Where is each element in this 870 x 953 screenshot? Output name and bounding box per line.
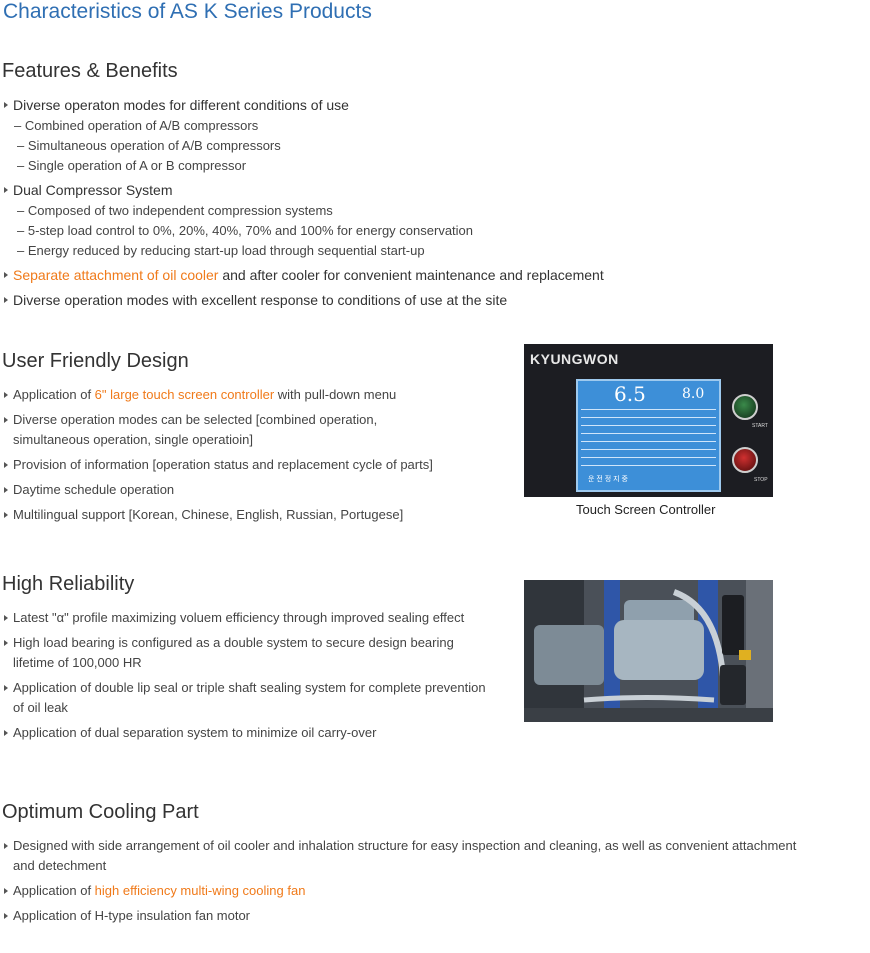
reliability-item-seal: Application of double lip seal or triple… [4,678,486,698]
bullet-arrow-icon [4,685,8,691]
features-sub-independent: – Composed of two independent compressio… [17,203,333,218]
pressure-readout-1: 6.5 [614,382,646,406]
stop-label: STOP [754,477,768,483]
features-sub-combined: – Combined operation of A/B compressors [14,118,259,133]
cooling-item-arrangement-l1: Designed with side arrangement of oil co… [13,838,797,853]
reliability-item-seal-cont: of oil leak [13,700,68,715]
reliability-item-separation: Application of dual separation system to… [4,723,377,743]
bullet-arrow-icon [4,392,8,398]
bullet-arrow-icon [4,102,8,108]
touch-screen-caption: Touch Screen Controller [576,502,716,517]
features-bullet-dual-text: Dual Compressor System [13,182,173,198]
ufd-item-schedule: Daytime schedule operation [4,480,175,500]
features-oil-cooler-highlight: Separate attachment of oil cooler [13,267,219,283]
features-bullet-modes-text: Diverse operaton modes for different con… [13,97,349,113]
reliability-item-seal-l1: Application of double lip seal or triple… [13,680,486,695]
screen-row [581,433,716,441]
page-title: Characteristics of AS K Series Products [3,0,372,23]
features-sub-simultaneous: – Simultaneous operation of A/B compress… [17,138,281,153]
ufd-item-touch-a: Application of [13,387,95,402]
touch-screen-image: KYUNGWON 6.5 8.0 운 전 정 지 중 START STOP [524,344,773,497]
stop-button-icon [732,447,758,473]
brand-logo: KYUNGWON [530,351,619,367]
ufd-item-schedule-text: Daytime schedule operation [13,482,175,497]
bullet-arrow-icon [4,888,8,894]
features-sub-load-control: – 5-step load control to 0%, 20%, 40%, 7… [17,223,474,238]
cooling-item-fan-a: Application of [13,883,95,898]
ufd-item-touch-b: with pull-down menu [274,387,397,402]
bullet-arrow-icon [4,615,8,621]
screen-row [581,425,716,433]
screen-row [581,465,716,473]
bullet-arrow-icon [4,487,8,493]
cooling-item-fan: Application of high efficiency multi-win… [4,881,306,901]
bullet-arrow-icon [4,913,8,919]
compressor-image [524,580,773,722]
ufd-item-modes-cont: simultaneous operation, single operatioi… [13,432,253,447]
screen-row [581,441,716,449]
bullet-arrow-icon [4,462,8,468]
screen-footer: 운 전 정 지 중 [588,476,628,483]
compressor-illustration [524,580,773,722]
features-sub-single: – Single operation of A or B compressor [17,158,247,173]
bullet-arrow-icon [4,512,8,518]
reliability-title: High Reliability [2,573,135,595]
cooling-item-arrangement: Designed with side arrangement of oil co… [4,836,797,856]
features-bullet-oil-cooler: Separate attachment of oil cooler and af… [4,265,604,285]
reliability-item-separation-text: Application of dual separation system to… [13,725,377,740]
ufd-item-info: Provision of information [operation stat… [4,455,433,475]
bullet-arrow-icon [4,640,8,646]
ufd-item-multilingual-text: Multilingual support [Korean, Chinese, E… [13,507,404,522]
reliability-item-bearing-cont: lifetime of 100,000 HR [13,655,142,670]
features-sub-energy: – Energy reduced by reducing start-up lo… [17,243,425,258]
cooling-item-motor: Application of H-type insulation fan mot… [4,906,251,926]
bullet-arrow-icon [4,297,8,303]
bullet-arrow-icon [4,187,8,193]
ufd-item-touch-highlight: 6" large touch screen controller [94,387,275,402]
reliability-item-bearing-l1: High load bearing is configured as a dou… [13,635,454,650]
bullet-arrow-icon [4,417,8,423]
start-button-icon [732,394,758,420]
screen-row [581,409,716,417]
features-oil-cooler-rest: and after cooler for convenient maintena… [218,267,604,283]
features-title: Features & Benefits [2,60,178,82]
ufd-item-modes-l1: Diverse operation modes can be selected … [13,412,378,427]
controller-screen: 6.5 8.0 운 전 정 지 중 [576,379,721,492]
screen-row [581,417,716,425]
ufd-item-modes: Diverse operation modes can be selected … [4,410,378,430]
features-bullet-response-text: Diverse operation modes with excellent r… [13,292,508,308]
screen-row [581,457,716,465]
pressure-readout-2: 8.0 [682,386,705,402]
reliability-item-profile: Latest "α" profile maximizing voluem eff… [4,608,465,628]
features-bullet-dual: Dual Compressor System [4,180,173,200]
ufd-item-touch: Application of 6" large touch screen con… [4,385,397,405]
features-bullet-modes: Diverse operaton modes for different con… [4,95,349,115]
bullet-arrow-icon [4,843,8,849]
cooling-title: Optimum Cooling Part [2,801,199,823]
screen-row [581,449,716,457]
cooling-item-motor-text: Application of H-type insulation fan mot… [13,908,251,923]
ufd-item-info-text: Provision of information [operation stat… [13,457,433,472]
features-bullet-response: Diverse operation modes with excellent r… [4,290,508,310]
reliability-item-bearing: High load bearing is configured as a dou… [4,633,454,653]
cooling-item-arrangement-cont: and detechment [13,858,107,873]
bullet-arrow-icon [4,730,8,736]
cooling-item-fan-highlight: high efficiency multi-wing cooling fan [94,883,306,898]
ufd-item-multilingual: Multilingual support [Korean, Chinese, E… [4,505,404,525]
bullet-arrow-icon [4,272,8,278]
start-label: START [752,423,768,429]
user-friendly-title: User Friendly Design [2,350,189,372]
reliability-item-profile-text: Latest "α" profile maximizing voluem eff… [13,610,465,625]
